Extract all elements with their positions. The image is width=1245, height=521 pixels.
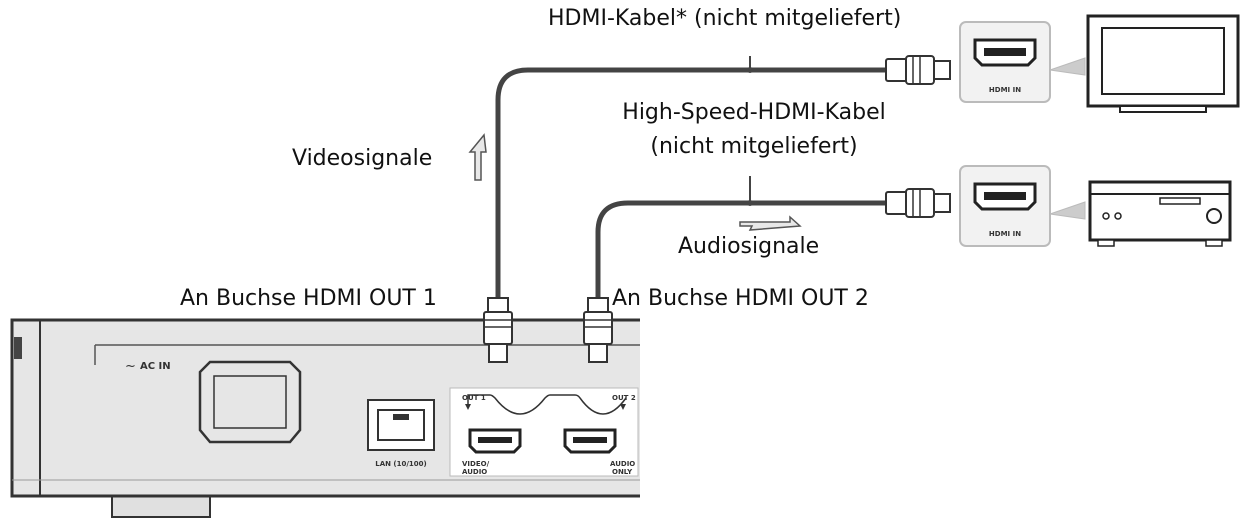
video-signal-arrow — [468, 133, 487, 181]
tv-icon — [1086, 14, 1240, 113]
audio-signals-label: Audiosignale — [678, 234, 820, 259]
hdmi-plug-receiver — [885, 188, 951, 218]
hdmi-output-panel: OUT 1 OUT 2 VIDEO/ AUDIO AUDIO ONLY — [449, 387, 639, 477]
ac-in-socket: ~ AC IN — [125, 359, 302, 444]
audio-signal-arrow — [739, 215, 802, 231]
hdmi-plug-out1 — [483, 297, 513, 363]
high-speed-cable-label-2: (nicht mitgeliefert) — [650, 134, 858, 159]
ac-in-label: AC IN — [140, 361, 171, 372]
lan-label: LAN (10/100) — [375, 460, 426, 468]
high-speed-cable-label-1: High-Speed-HDMI-Kabel — [622, 100, 886, 125]
hdmi-out2-label: An Buchse HDMI OUT 2 — [612, 286, 869, 311]
port-out2-label: OUT 2 — [612, 394, 636, 402]
video-audio-label-2: AUDIO — [462, 468, 487, 476]
receiver-port-label: HDMI IN — [989, 230, 1021, 238]
hdmi-cable-2 — [595, 200, 888, 302]
hdmi-out1-label: An Buchse HDMI OUT 1 — [180, 286, 437, 311]
tv-hdmi-in-panel: HDMI IN — [959, 21, 1086, 103]
tv-port-label: HDMI IN — [989, 86, 1021, 94]
hdmi-plug-out2 — [583, 297, 613, 363]
hdmi-cable-1 — [495, 67, 888, 302]
hdmi-plug-tv — [885, 55, 951, 85]
audio-only-label-1: AUDIO — [610, 460, 635, 468]
port-out1-label: OUT 1 — [462, 394, 486, 402]
lan-port: LAN (10/100) — [367, 399, 435, 468]
video-audio-label-1: VIDEO/ — [462, 460, 490, 468]
av-receiver-icon — [1088, 180, 1232, 247]
video-signals-label: Videosignale — [292, 146, 433, 171]
svg-text:~: ~ — [125, 359, 136, 374]
hdmi-cable-label: HDMI-Kabel* (nicht mitgeliefert) — [548, 6, 902, 31]
audio-only-label-2: ONLY — [612, 468, 633, 476]
receiver-hdmi-in-panel: HDMI IN — [959, 165, 1086, 247]
